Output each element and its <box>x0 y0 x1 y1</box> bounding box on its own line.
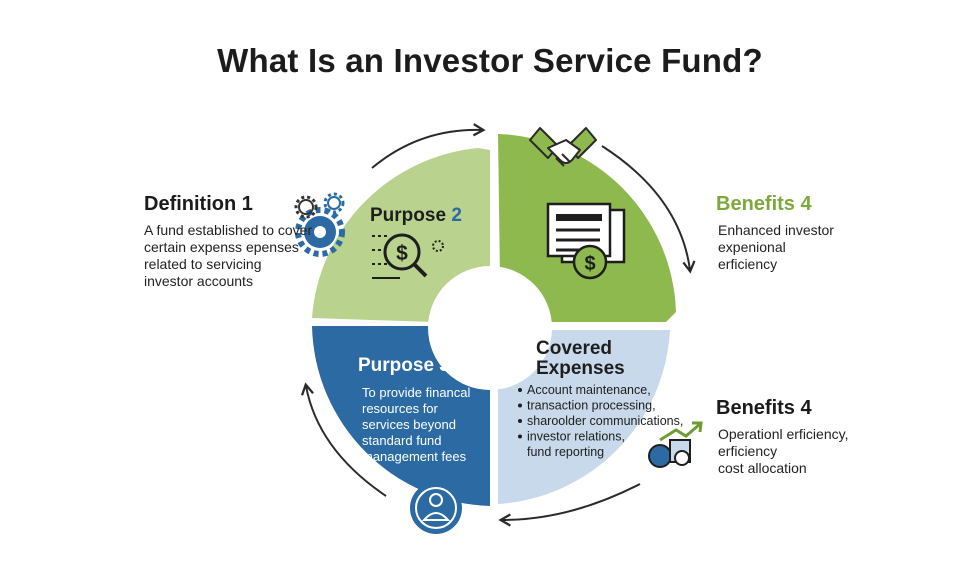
definition-text: A fund established to cover certain expe… <box>144 222 313 289</box>
cycle-arrow-left <box>300 382 387 497</box>
center-hole <box>428 266 552 390</box>
bullet-dot <box>518 388 522 392</box>
covered-expenses-title: Covered Expenses <box>536 338 625 379</box>
purpose2-title: Purpose 2 <box>370 205 462 226</box>
covered-expense-item: sharoolder communications, <box>527 414 683 428</box>
svg-text:To provide financal: To provide financal <box>362 385 471 400</box>
benefits-bottom-title: Benefits 4 <box>716 397 812 419</box>
person-badge-icon <box>410 482 462 534</box>
cycle-arrow-top <box>371 123 486 169</box>
cycle-arrow-right <box>601 145 696 274</box>
bullet-dot <box>518 419 522 423</box>
svg-text:$: $ <box>584 253 595 275</box>
bullet-dot <box>518 434 522 439</box>
covered-expenses-list: Account maintenance, transaction processi… <box>518 383 683 459</box>
bullet-dot <box>518 403 522 408</box>
svg-text:management fees: management fees <box>362 449 467 464</box>
covered-expense-item: Account maintenance, <box>527 383 651 397</box>
definition-title: Definition 1 <box>144 193 253 215</box>
covered-expense-item: fund reporting <box>527 445 604 459</box>
purpose3-text: To provide financal resources for servic… <box>362 385 471 464</box>
dollar-magnifier-icon: $ <box>372 233 444 279</box>
cycle-arrow-bottom <box>498 483 641 527</box>
svg-text:standard fund: standard fund <box>362 433 442 448</box>
money-growth-icon <box>648 421 703 468</box>
handshake-icon <box>529 127 597 167</box>
svg-text:$: $ <box>396 242 408 265</box>
gears-icon <box>294 192 345 257</box>
covered-expense-item: transaction processing, <box>527 399 656 413</box>
svg-text:Covered: Covered <box>536 338 612 359</box>
svg-text:Expenses: Expenses <box>536 358 625 379</box>
quadrant-covered-expenses <box>498 330 670 504</box>
page-title: What Is an Investor Service Fund? <box>217 42 763 79</box>
benefits-top-text: Enhanced investor expenional erficiency <box>718 222 834 272</box>
covered-expense-item: investor relations, <box>527 430 625 444</box>
svg-text:services beyond: services beyond <box>362 417 456 432</box>
svg-text:resources for: resources for <box>362 401 439 416</box>
purpose3-title: Purpose 3 <box>358 355 450 376</box>
benefits-top-title: Benefits 4 <box>716 193 812 215</box>
benefits-bottom-text: Operationl erficiency, erficiency cost a… <box>718 426 849 476</box>
document-dollar-icon: $ <box>546 202 626 280</box>
